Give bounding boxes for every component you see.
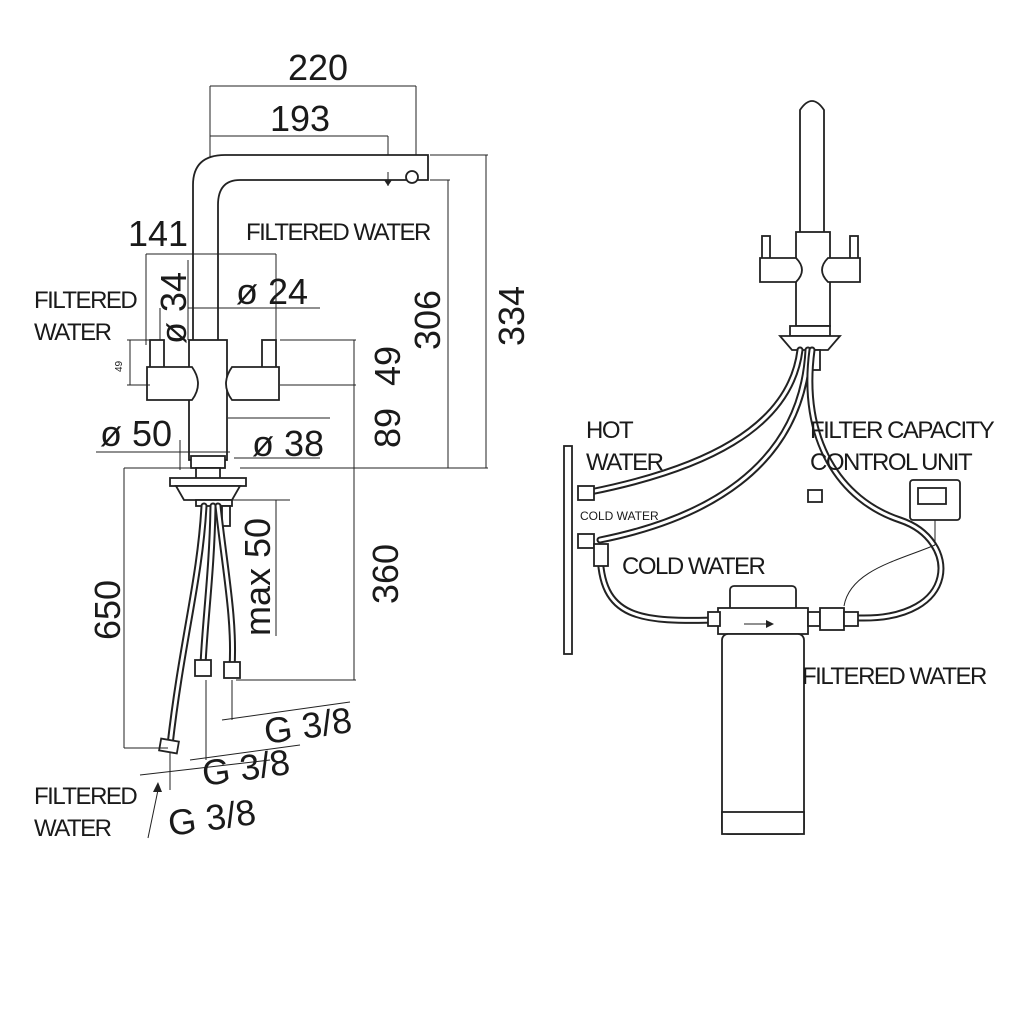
dim-diameter-34: ø 34 [153, 272, 194, 344]
dim-thread-2: G 3/8 [199, 741, 292, 794]
label-filtered-water-spout: FILTERED WATER [246, 219, 431, 246]
label-filtered-water-bottom-1: FILTERED [34, 783, 137, 810]
side-view-drawing: 220 193 141 FILTERED WATER ø 24 ø 34 FIL… [34, 47, 532, 844]
label-hot-water-1: HOT [586, 417, 634, 444]
dim-49-small: 49 [114, 360, 125, 372]
label-filtered-water-left-1: FILTERED [34, 287, 137, 314]
dim-diameter-24: ø 24 [236, 271, 308, 312]
dim-141: 141 [128, 213, 188, 254]
dim-89: 89 [367, 408, 408, 448]
label-hot-water-2: WATER [586, 449, 664, 476]
dim-diameter-50: ø 50 [100, 413, 172, 454]
dim-diameter-38: ø 38 [252, 423, 324, 464]
label-filtered-water-left-2: WATER [34, 319, 112, 346]
dim-max-50: max 50 [237, 518, 278, 636]
dim-193: 193 [270, 98, 330, 139]
label-filter-capacity-1: FILTER CAPACITY [810, 417, 995, 444]
label-filter-capacity-2: CONTROL UNIT [810, 449, 973, 476]
label-cold-water-small: COLD WATER [580, 509, 659, 523]
dim-49: 49 [367, 346, 408, 386]
installation-view-drawing: HOT WATER COLD WATER COLD WATER FILTER C… [563, 100, 996, 835]
dim-thread-3: G 3/8 [165, 791, 258, 844]
label-filtered-water-right: FILTERED WATER [802, 663, 987, 690]
label-cold-water: COLD WATER [622, 553, 766, 580]
dim-334: 334 [491, 286, 532, 346]
label-filtered-water-bottom-2: WATER [34, 815, 112, 842]
dim-220: 220 [288, 47, 348, 88]
dim-360: 360 [365, 544, 406, 604]
dim-650: 650 [87, 580, 128, 640]
dim-306: 306 [407, 290, 448, 350]
